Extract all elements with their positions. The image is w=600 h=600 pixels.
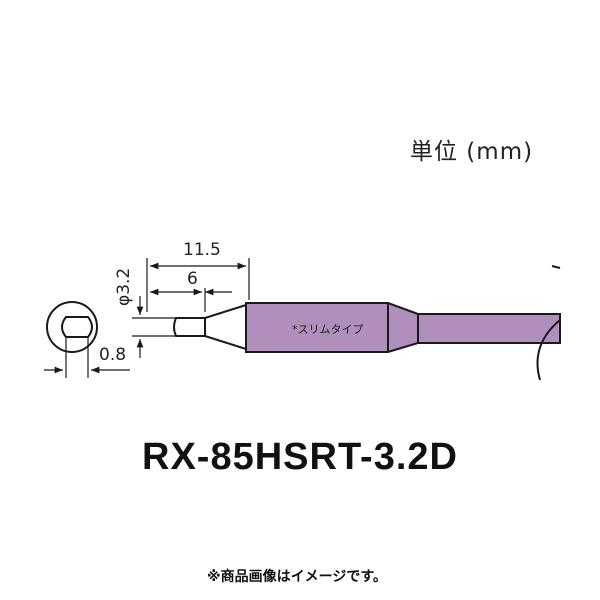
dim-tip-length: 6	[187, 269, 198, 289]
dim-tip-thickness: 0.8	[99, 345, 126, 365]
barrel-label: *スリムタイプ	[292, 323, 364, 336]
tip-end-view	[46, 301, 98, 353]
dim-diameter: φ3.2	[114, 268, 134, 306]
soldering-tip-body	[173, 302, 561, 353]
dimension-lines	[44, 258, 250, 378]
model-name: RX-85HSRT-3.2D	[142, 436, 458, 478]
cable-curve	[536, 265, 561, 381]
dim-overall-length: 11.5	[183, 240, 221, 260]
footnote: ※商品画像はイメージです。	[207, 569, 387, 585]
unit-label: 単位 (mm)	[410, 139, 534, 165]
